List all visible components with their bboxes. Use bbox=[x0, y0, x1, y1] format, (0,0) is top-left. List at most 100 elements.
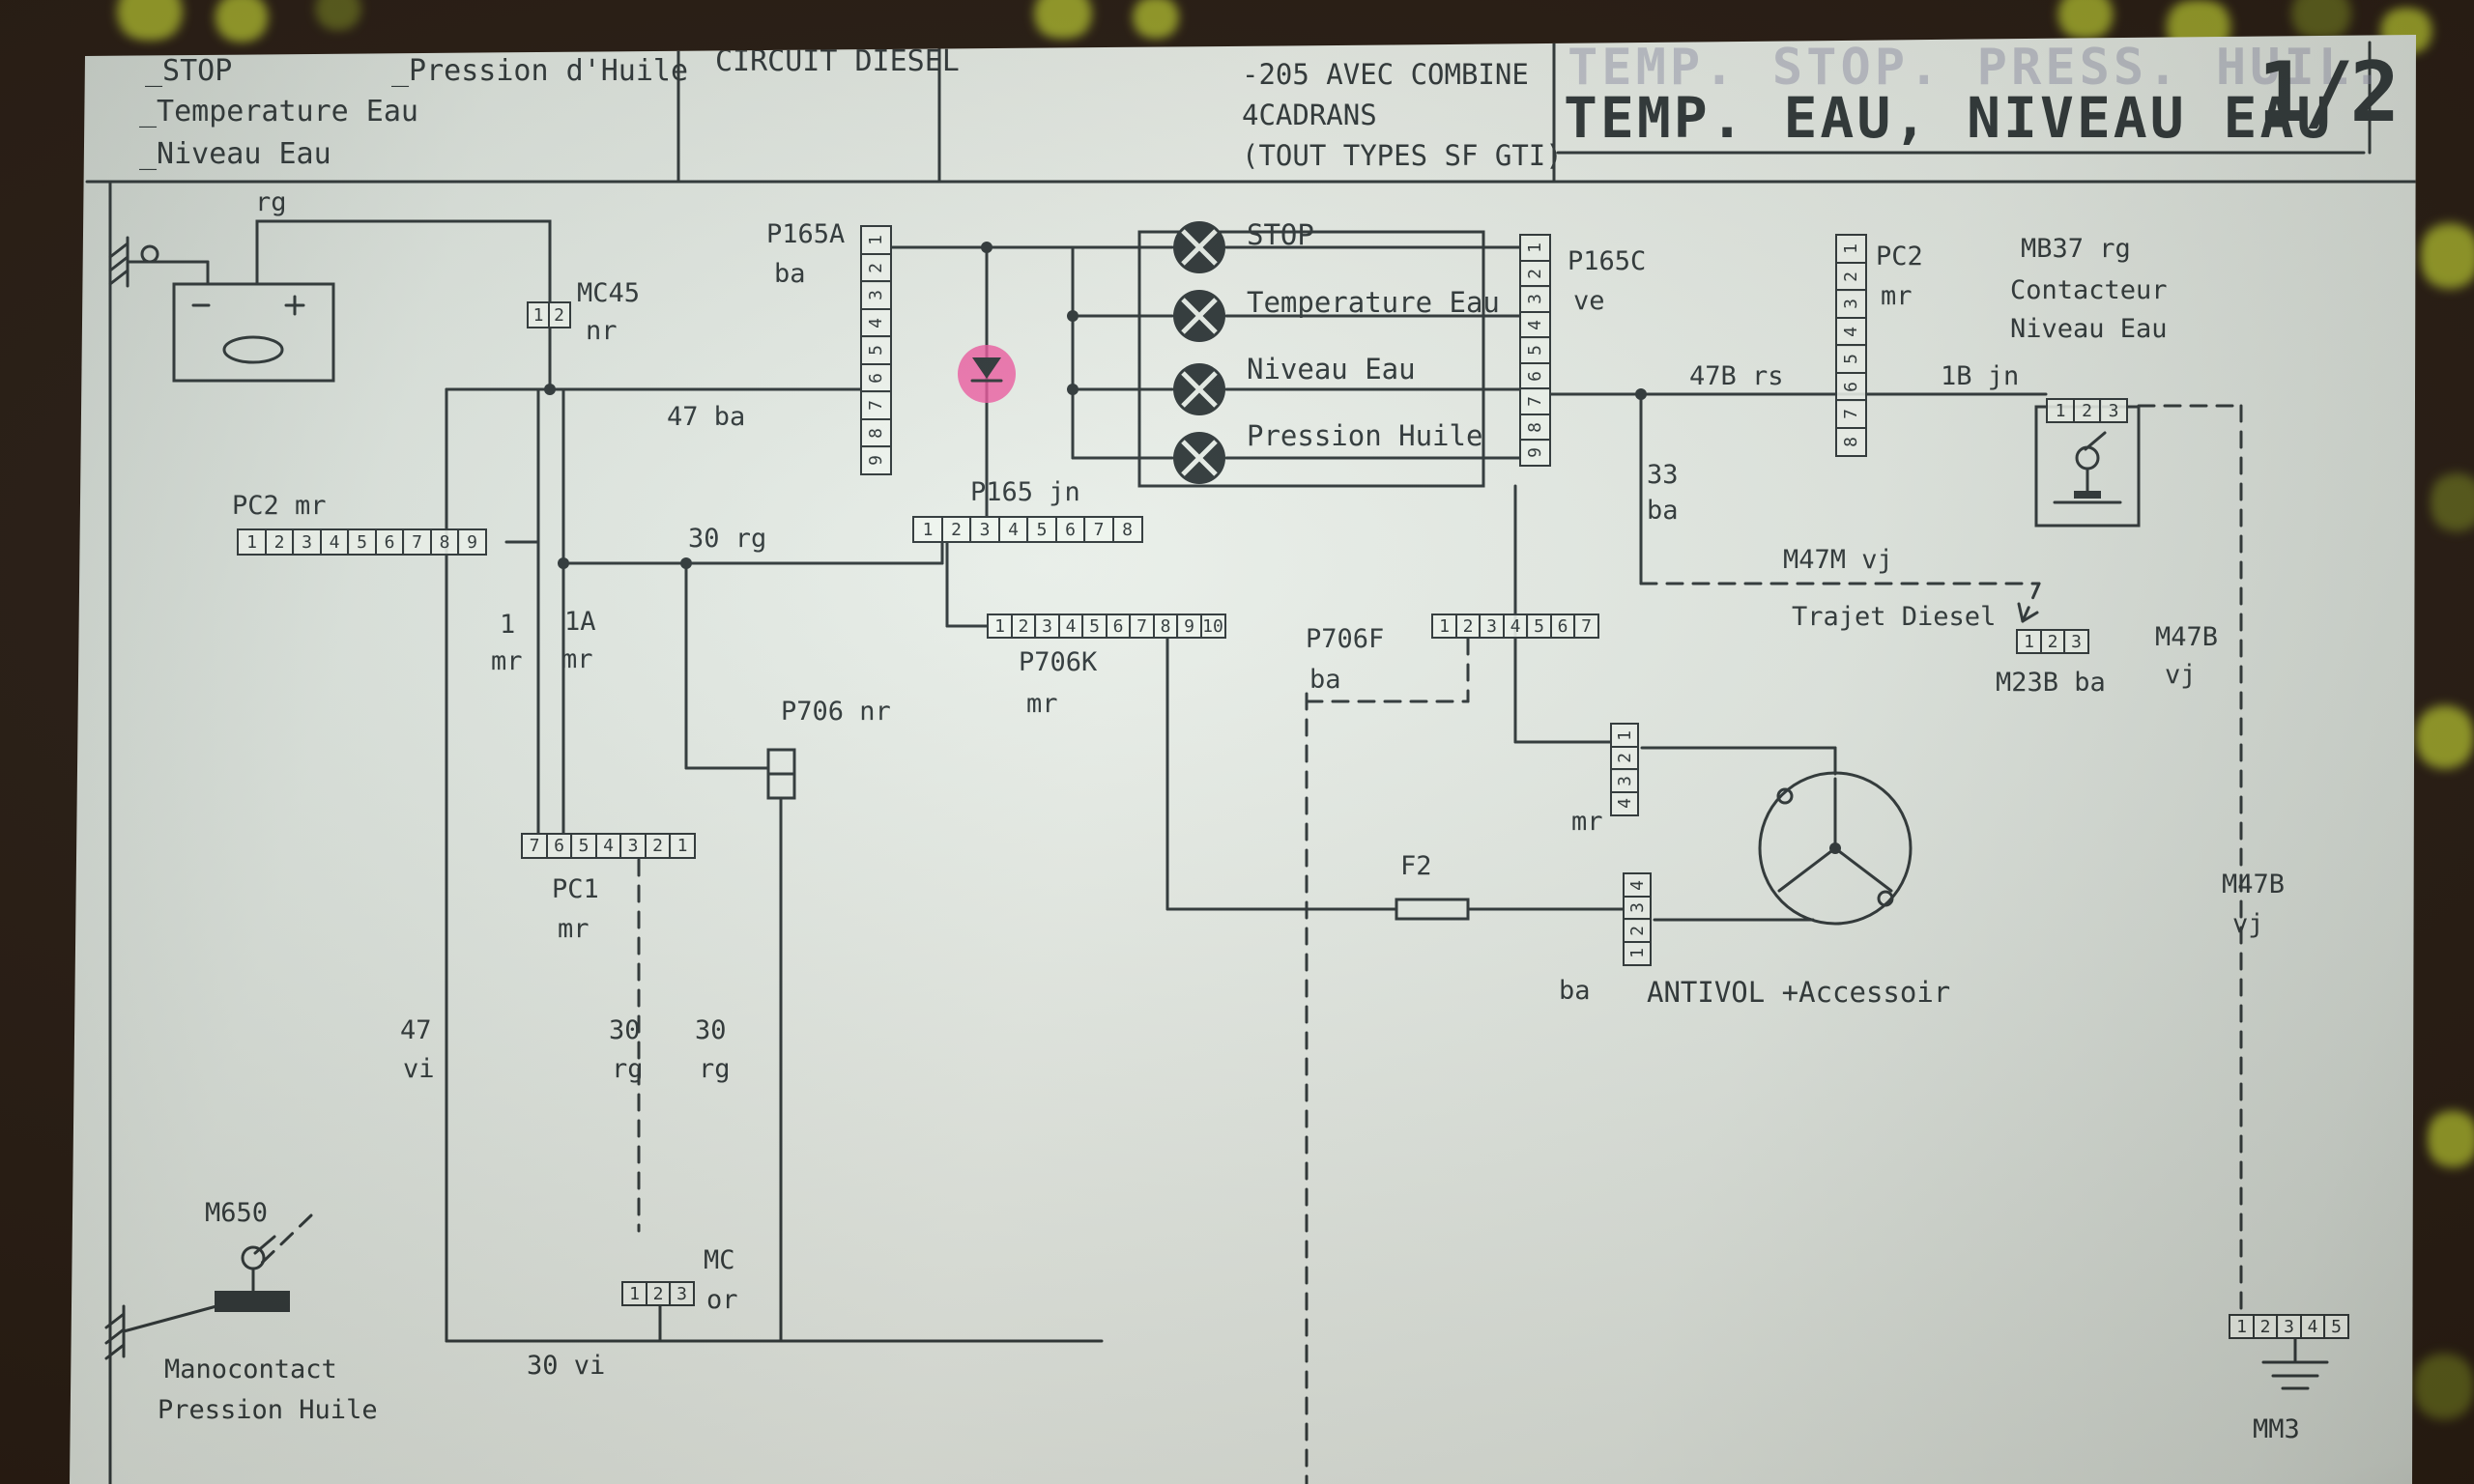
pin-number: 5 bbox=[1036, 519, 1048, 540]
pin-number: 4 bbox=[1525, 319, 1545, 330]
pin-cell: 5 bbox=[1835, 344, 1867, 374]
pin-cell: 8 bbox=[860, 417, 892, 448]
pin-cell: 8 bbox=[1835, 426, 1867, 457]
pin-cell: 2 bbox=[860, 252, 892, 283]
pin-number: 2 bbox=[2047, 631, 2058, 652]
pin-number: 3 bbox=[2071, 631, 2082, 652]
leaf-pattern bbox=[106, 0, 193, 41]
pin-number: 7 bbox=[1841, 409, 1861, 419]
pin-cell: 4 bbox=[1835, 316, 1867, 347]
pin-number: 1 bbox=[676, 836, 688, 856]
wire-1-color: mr bbox=[491, 646, 523, 676]
leaf-pattern bbox=[2431, 464, 2474, 541]
section-combine-line1: -205 AVEC COMBINE bbox=[1242, 58, 1529, 91]
mb37-label: MB37 rg bbox=[2021, 234, 2131, 264]
pin-number: 8 bbox=[1841, 436, 1861, 447]
pin-cell: 1 bbox=[987, 614, 1013, 639]
pin-number: 2 bbox=[1018, 615, 1029, 637]
pin-number: 7 bbox=[1525, 396, 1545, 407]
pc2-left-label: PC2 mr bbox=[232, 491, 327, 521]
pin-cell: 8 bbox=[1111, 516, 1143, 543]
pin-cell: 7 bbox=[860, 390, 892, 420]
pin-cell: 6 bbox=[1054, 516, 1086, 543]
wire-47vi-label: 47 bbox=[400, 1015, 432, 1045]
pin-number: 8 bbox=[439, 531, 450, 553]
pin-number: 5 bbox=[1525, 345, 1545, 356]
pin-number: 1 bbox=[1439, 615, 1450, 637]
pin-cell: 8 bbox=[1519, 413, 1551, 442]
ground-icon-bottom-right bbox=[2261, 1360, 2329, 1390]
pin-cell: 1 bbox=[527, 301, 550, 328]
pin-cell: 4 bbox=[1502, 614, 1529, 639]
fuse-icon bbox=[1395, 898, 1470, 921]
pin-cell: 9 bbox=[1176, 614, 1202, 639]
pin-cell: 1 bbox=[237, 528, 267, 556]
pin-cell: 1 bbox=[1623, 940, 1652, 966]
wire-rg-label: rg bbox=[255, 187, 287, 217]
pin-cell: 3 bbox=[292, 528, 322, 556]
pin-number: 9 bbox=[1525, 447, 1545, 458]
mc45-color: nr bbox=[586, 316, 618, 346]
pressure-switch-icon bbox=[215, 1235, 290, 1312]
m47b-top-color: vj bbox=[2165, 660, 2197, 690]
pin-cell: 2 bbox=[1454, 614, 1482, 639]
pin-cell: 7 bbox=[1129, 614, 1155, 639]
pin-number: 5 bbox=[357, 531, 367, 553]
pin-cell: 1 bbox=[621, 1281, 647, 1306]
manocontact-line1: Manocontact bbox=[164, 1355, 337, 1384]
pin-number: 4 bbox=[866, 317, 886, 328]
pin-cell: 5 bbox=[347, 528, 377, 556]
pin-cell: 3 bbox=[1623, 895, 1652, 921]
pin-number: 2 bbox=[1841, 271, 1861, 282]
pin-cell: 6 bbox=[860, 362, 892, 393]
pin-cell: 8 bbox=[1152, 614, 1179, 639]
pin-cell: 1 bbox=[1519, 234, 1551, 262]
antivol-label: ANTIVOL +Accessoir bbox=[1647, 976, 1951, 1009]
pin-number: 9 bbox=[866, 455, 886, 466]
pin-number: 4 bbox=[1841, 326, 1861, 337]
pin-cell: 2 bbox=[645, 1281, 672, 1306]
pin-cell: 3 bbox=[860, 280, 892, 310]
f2-label: F2 bbox=[1400, 851, 1432, 881]
trajet-diesel-label: Trajet Diesel bbox=[1792, 602, 1997, 632]
junction-dots bbox=[544, 242, 1647, 569]
pc2-right-color: mr bbox=[1881, 281, 1913, 311]
pin-cell: 7 bbox=[1519, 387, 1551, 415]
wire-1-label: 1 bbox=[500, 610, 516, 640]
pin-cell: 1 bbox=[860, 225, 892, 255]
pin-cell: 3 bbox=[1610, 768, 1639, 793]
pin-number: 2 bbox=[866, 262, 886, 273]
pin-number: 1 bbox=[1525, 243, 1545, 253]
p706k-color: mr bbox=[1026, 689, 1058, 719]
leaf-pattern bbox=[2281, 0, 2362, 39]
pin-cell: 1 bbox=[669, 833, 696, 859]
pin-number: 2 bbox=[1525, 268, 1545, 279]
m23b-label: M23B ba bbox=[1996, 668, 2106, 698]
wire-1bjn-label: 1B jn bbox=[1941, 361, 2020, 391]
pin-number: 8 bbox=[1122, 519, 1133, 540]
pin-cell: 6 bbox=[1519, 361, 1551, 390]
ghost-title: TEMP. STOP. PRESS. HUIL. bbox=[1568, 39, 2387, 97]
pin-number: 1 bbox=[1626, 948, 1648, 958]
pin-number: 2 bbox=[554, 304, 564, 326]
pin-cell: 3 bbox=[619, 833, 647, 859]
pin-number: 3 bbox=[979, 519, 991, 540]
warning-lamp-icon-temperature bbox=[1173, 290, 1225, 342]
pin-cell: 2 bbox=[1623, 918, 1652, 943]
pin-cell: 2 bbox=[1519, 259, 1551, 288]
mb37-line3: Niveau Eau bbox=[2010, 314, 2168, 344]
pin-cell: 5 bbox=[2323, 1314, 2349, 1339]
p165c-color: ve bbox=[1573, 286, 1605, 316]
pin-cell: 2 bbox=[644, 833, 672, 859]
warning-lamp-icon-pression bbox=[1173, 432, 1225, 484]
pin-cell: 7 bbox=[1573, 614, 1599, 639]
leaf-pattern bbox=[2414, 1343, 2474, 1430]
